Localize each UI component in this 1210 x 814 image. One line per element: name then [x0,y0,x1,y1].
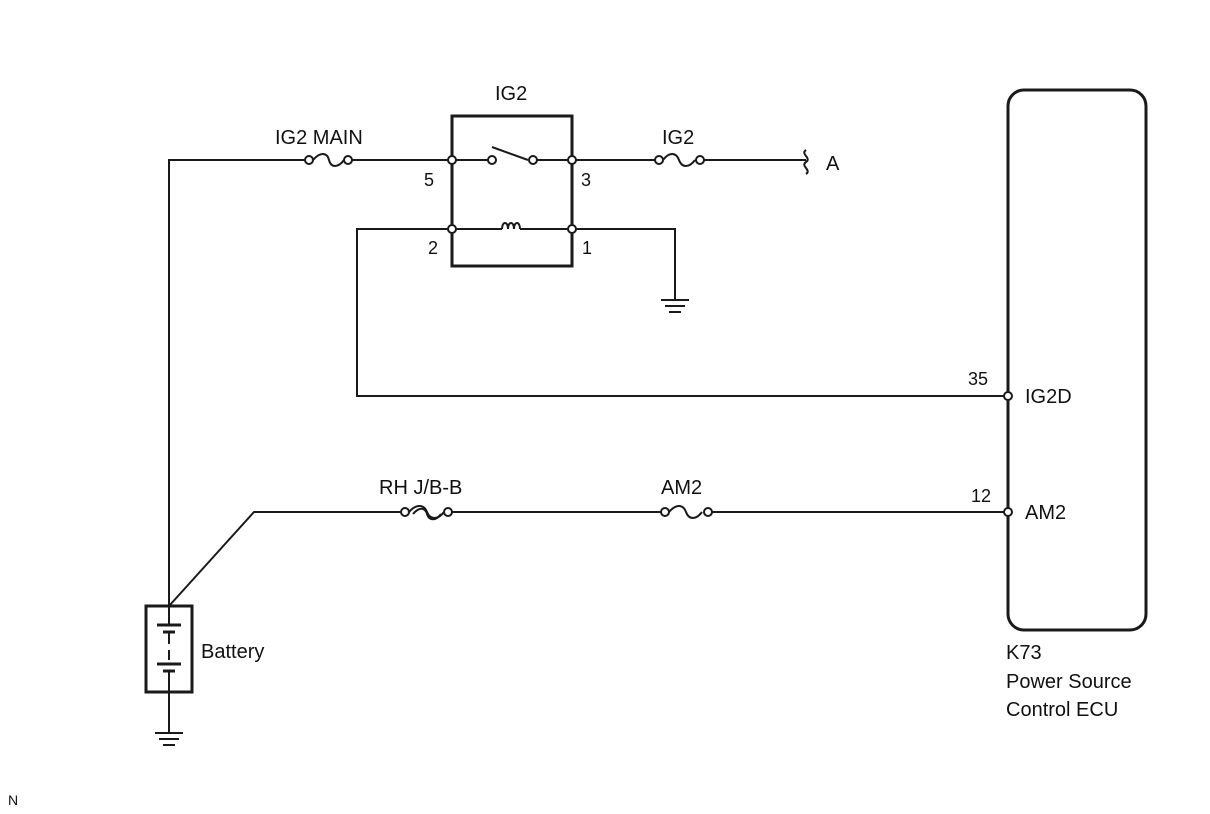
relay-terminal-1 [567,224,577,234]
ground-icon [661,299,689,313]
relay-box [450,114,574,268]
fusible-link-label: RH J/B-B [379,477,462,499]
fuse-ig2-main-label: IG2 MAIN [275,127,363,149]
wire-am2 [168,511,401,607]
corner-mark: N [8,792,18,808]
relay-coil-icon [501,222,521,230]
wire-relay-ground [576,228,676,300]
ecu-pin-signal-am2: AM2 [1025,502,1066,524]
relay-terminal-5 [447,155,457,165]
relay-pin-3: 3 [581,170,591,190]
relay-switch-contact [528,155,538,165]
ecu-box [1006,88,1148,632]
fuse-am2-icon [660,505,713,519]
relay-title: IG2 [495,83,527,105]
connector-a-label: A [826,153,840,175]
ecu-terminal-am2 [1003,507,1013,517]
fuse-ig2-icon [654,153,705,167]
relay-pin-5: 5 [424,170,434,190]
relay-switch-contact [487,155,497,165]
relay-terminal-3 [567,155,577,165]
ecu-pin-number-12: 12 [971,486,991,506]
fuse-am2-label: AM2 [661,477,702,499]
relay-switch-arm [491,146,529,161]
wire-ig2-main [168,159,305,606]
relay-pin-1: 1 [582,238,592,258]
ecu-pin-signal-ig2d: IG2D [1025,386,1072,408]
fuse-ig2-main-icon [304,153,353,167]
battery-symbol [144,604,194,694]
relay-pin-2: 2 [428,238,438,258]
relay-terminal-2 [447,224,457,234]
ecu-name-line1: Power Source [1006,671,1132,693]
ecu-name-line2: Control ECU [1006,699,1118,721]
ground-icon [155,732,183,746]
connector-break-icon [803,149,809,175]
ecu-terminal-ig2d [1003,391,1013,401]
fuse-ig2-label: IG2 [662,127,694,149]
fusible-link-icon [400,505,453,521]
ecu-connector-label: K73 [1006,642,1042,664]
ecu-pin-number-35: 35 [968,369,988,389]
wire-ig2d [356,228,1004,397]
battery-label: Battery [201,641,264,663]
